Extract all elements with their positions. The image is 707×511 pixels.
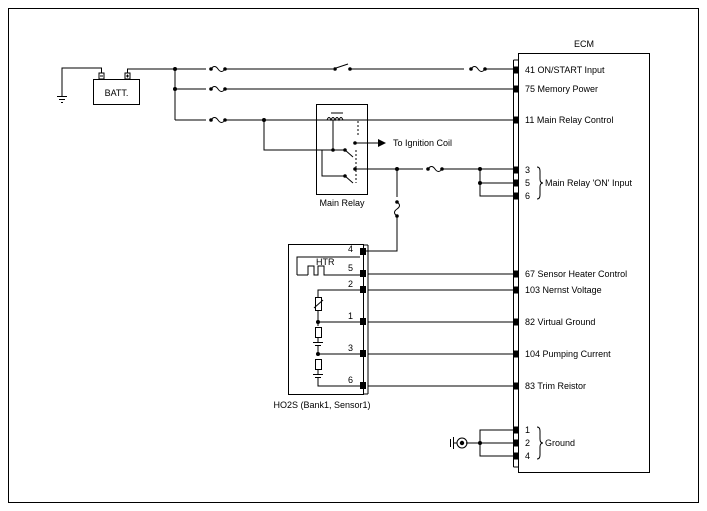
ecm: ECM 41 ON/START Input 75 Memory Power 11… <box>513 39 650 473</box>
ecm-pin-3: 3 <box>525 165 530 175</box>
ecm-pin-83: 83 Trim Reistor <box>525 381 586 391</box>
main-relay-input-brace <box>536 166 544 200</box>
ecm-pin-67: 67 Sensor Heater Control <box>525 269 627 279</box>
arrow-right-icon <box>378 139 386 147</box>
sensor-ecm-wiring <box>368 273 513 387</box>
fuse-icon <box>208 117 228 123</box>
main-relay-input-label: Main Relay 'ON' Input <box>545 178 632 188</box>
main-relay: Main Relay To Ignition Coil <box>316 104 513 208</box>
fuse-icon <box>394 199 400 219</box>
page-frame <box>8 8 699 503</box>
trim-resistor-element <box>315 297 322 311</box>
switch-icon <box>333 63 352 71</box>
ground-icon <box>57 96 67 103</box>
ecm-box <box>518 53 650 473</box>
ecm-pin-6: 6 <box>525 191 530 201</box>
ho2s-pin-1: 1 <box>348 311 353 321</box>
to-ignition-coil-label: To Ignition Coil <box>393 138 452 148</box>
battery-label: BATT. <box>105 88 129 98</box>
relay-coil-icon <box>326 112 344 122</box>
ecm-pin-82: 82 Virtual Ground <box>525 317 595 327</box>
fuse-icon <box>208 86 228 92</box>
ho2s-pin-5: 5 <box>348 263 353 273</box>
ecm-pin-5: 5 <box>525 178 530 188</box>
ecm-pin-104: 104 Pumping Current <box>525 349 611 359</box>
battery: BATT. <box>57 67 175 105</box>
ground-label: Ground <box>545 438 575 448</box>
ecm-ground <box>450 429 513 457</box>
ecm-pin-41: 41 ON/START Input <box>525 65 605 75</box>
ecm-pin-4: 4 <box>525 451 530 461</box>
ho2s-pin-3: 3 <box>348 343 353 353</box>
heater-label: HTR <box>316 257 335 267</box>
ho2s-pin-2: 2 <box>348 279 353 289</box>
ecm-pin-103: 103 Nernst Voltage <box>525 285 602 295</box>
ho2s-label: HO2S (Bank1, Sensor1) <box>273 400 370 410</box>
fuse-icon <box>425 166 445 172</box>
heater-element <box>307 265 328 276</box>
ground-brace <box>536 426 544 460</box>
ground-icon <box>450 437 468 449</box>
supply-wiring <box>173 63 513 151</box>
ecm-pin-75: 75 Memory Power <box>525 84 598 94</box>
pumping-cell <box>315 359 322 370</box>
ecm-pin-1: 1 <box>525 425 530 435</box>
ecm-pin-2: 2 <box>525 438 530 448</box>
nernst-cell <box>315 327 322 338</box>
ho2s-sensor: HO2S (Bank1, Sensor1) 4 5 2 1 3 6 HTR <box>273 244 371 410</box>
ho2s-pin-4: 4 <box>348 244 353 254</box>
fuse-icon <box>468 66 488 72</box>
ecm-pin-11: 11 Main Relay Control <box>525 115 613 125</box>
ho2s-pin-6: 6 <box>348 375 353 385</box>
main-relay-box <box>316 104 368 195</box>
heater-supply <box>366 169 400 252</box>
fuse-icon <box>208 66 228 72</box>
main-relay-label: Main Relay <box>319 198 365 208</box>
ecm-title: ECM <box>574 39 594 49</box>
